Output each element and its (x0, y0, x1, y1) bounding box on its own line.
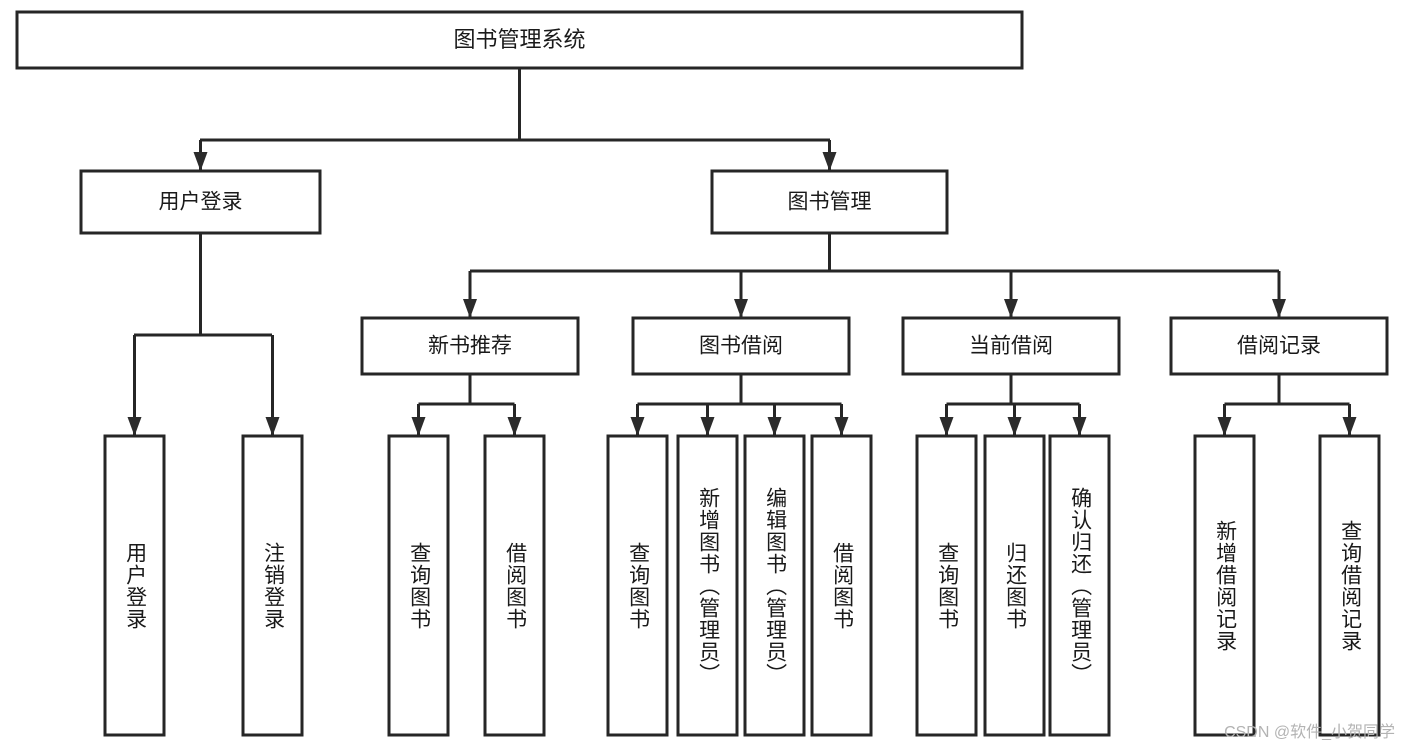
node-current-borrow[interactable] (901, 316, 1121, 376)
arrow-down-icon-book-borrow (734, 299, 748, 318)
node-user-login[interactable] (79, 169, 322, 235)
node-label-book-management: 图书管理 (788, 191, 872, 214)
arrow-down-icon-leaf-add-record (1217, 417, 1232, 436)
arrow-down-icon-leaf-user-logout (265, 417, 280, 436)
arrow-down-icon-book-management (822, 152, 837, 171)
arrow-down-icon-leaf-edit-book (767, 417, 782, 436)
node-leaf-user-logout[interactable] (241, 434, 304, 737)
arrow-down-icon-leaf-add-book (700, 417, 715, 436)
arrow-down-icon-leaf-confirm-return (1072, 417, 1087, 436)
arrow-down-icon-leaf-query-book-3 (939, 417, 954, 436)
arrow-down-icon-leaf-borrow-book-2 (834, 417, 849, 436)
node-label-current-borrow: 当前借阅 (969, 335, 1053, 358)
node-label-user-login: 用户登录 (159, 191, 243, 214)
node-leaf-borrow-book-2[interactable] (810, 434, 873, 737)
arrow-down-icon-leaf-query-book-1 (411, 417, 426, 436)
node-label-borrow-records: 借阅记录 (1237, 335, 1321, 358)
node-leaf-user-login[interactable] (103, 434, 166, 737)
node-leaf-borrow-book-1[interactable] (483, 434, 546, 737)
node-borrow-records[interactable] (1169, 316, 1389, 376)
node-leaf-add-record[interactable] (1193, 434, 1256, 737)
node-leaf-query-record[interactable] (1318, 434, 1381, 737)
arrow-down-icon-leaf-borrow-book-1 (507, 417, 522, 436)
node-book-borrow[interactable] (631, 316, 851, 376)
node-label-book-borrow: 图书借阅 (699, 335, 783, 358)
arrow-down-icon-current-borrow (1004, 299, 1018, 318)
arrow-down-icon-leaf-user-login (127, 417, 142, 436)
node-label-root: 图书管理系统 (453, 27, 585, 52)
node-root-book-system[interactable] (15, 10, 1024, 70)
arrow-down-icon-borrow-records (1272, 299, 1286, 318)
arrow-down-icon-new-book-recommend (463, 299, 477, 318)
node-leaf-query-book-2[interactable] (606, 434, 669, 737)
connector-layer (127, 68, 1357, 436)
arrow-down-icon-leaf-query-record (1342, 417, 1357, 436)
arrow-down-icon-user-login (193, 152, 208, 171)
node-new-book-recommend[interactable] (360, 316, 580, 376)
node-leaf-query-book-1[interactable] (387, 434, 450, 737)
node-leaf-add-book[interactable] (676, 434, 739, 737)
arrow-down-icon-leaf-return-book (1007, 417, 1022, 436)
node-label-new-book-recommend: 新书推荐 (428, 335, 512, 358)
box-layer (15, 10, 1389, 737)
node-leaf-confirm-return[interactable] (1048, 434, 1111, 737)
node-leaf-query-book-3[interactable] (915, 434, 978, 737)
node-leaf-return-book[interactable] (983, 434, 1046, 737)
node-leaf-edit-book[interactable] (743, 434, 806, 737)
csdn-watermark: CSDN @软件_小贺同学 (1224, 724, 1395, 741)
node-book-management[interactable] (710, 169, 949, 235)
arrow-down-icon-leaf-query-book-2 (630, 417, 645, 436)
